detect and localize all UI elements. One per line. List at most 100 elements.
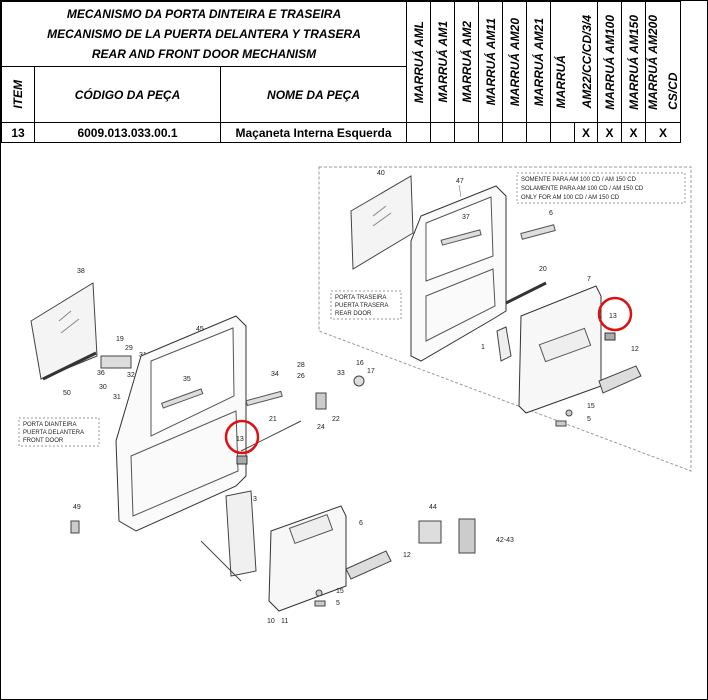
leader <box>458 184 462 198</box>
label-42-43: 42-43 <box>496 537 514 544</box>
front-door-lower <box>130 410 239 517</box>
name-header: NOME DA PEÇA <box>220 66 407 123</box>
rear-door-lower <box>425 268 496 342</box>
label-30: 30 <box>99 384 107 391</box>
model-col-am150: MARRUÁ AM150 <box>621 1 646 123</box>
model-col-am2: MARRUÁ AM2 <box>454 1 479 123</box>
label-34: 34 <box>271 371 279 378</box>
model-am1-label: MARRUÁ AM1 <box>435 21 450 103</box>
label-35: 35 <box>183 376 191 383</box>
label-36: 36 <box>97 370 105 377</box>
model-am20-label: MARRUÁ AM20 <box>507 17 522 107</box>
model-am200-label-2: CS/CD <box>666 72 680 110</box>
exploded-diagram: SOMENTE PARA AM 100 CD / AM 150 CD SOLAM… <box>18 166 692 625</box>
label-45: 45 <box>196 326 204 333</box>
rear-note-box <box>516 172 686 204</box>
model-am2-label: MARRUÁ AM2 <box>459 21 474 103</box>
rear-regulator <box>496 326 512 362</box>
part-42-43-motor <box>458 518 476 554</box>
model-am11-label: MARRUÁ AM11 <box>483 18 498 106</box>
hinge-part <box>100 355 132 369</box>
front-screw-15 <box>315 589 323 597</box>
rear-note-line-3: ONLY FOR AM 100 CD / AM 150 CD <box>521 195 620 201</box>
front-door-caption-1: PORTA DIANTEIRA <box>23 422 76 428</box>
model-col-am200: MARRUÁ AM200 CS/CD <box>645 1 681 123</box>
label-37: 37 <box>462 214 470 221</box>
label-5a: 5 <box>587 416 591 423</box>
model-col-am22: MARRUÁ AM22/CC/CD/3/4 <box>550 1 598 123</box>
part-21-rod <box>240 420 302 452</box>
part-49 <box>70 520 80 534</box>
label-40: 40 <box>377 170 385 177</box>
mark-cell <box>430 122 455 143</box>
label-50: 50 <box>63 390 71 397</box>
lock-latch <box>315 392 327 410</box>
label-20: 20 <box>539 266 547 273</box>
label-49: 49 <box>73 504 81 511</box>
label-26: 26 <box>297 373 305 380</box>
model-am22-label-2: AM22/CC/CD/3/4 <box>580 15 594 109</box>
label-31b: 31 <box>113 394 121 401</box>
label-38: 38 <box>77 268 85 275</box>
model-aml-label: MARRUÁ AML <box>411 20 426 104</box>
mark-cell: X <box>597 122 622 143</box>
label-33: 33 <box>337 370 345 377</box>
mark-cell <box>502 122 527 143</box>
label-11: 11 <box>281 618 288 625</box>
mark-cell: X <box>574 122 598 143</box>
part-34 <box>245 390 283 407</box>
model-am200-label-1: MARRUÁ AM200 <box>646 14 660 110</box>
part-44-switch <box>418 520 442 544</box>
rear-armrest <box>538 327 592 363</box>
rear-door-caption-box <box>330 290 402 320</box>
label-47: 47 <box>456 178 464 185</box>
highlight-label-front: 13 <box>236 436 244 443</box>
part-6-rear <box>520 224 556 240</box>
label-29: 29 <box>125 345 133 352</box>
item-header: ITEM <box>1 66 35 123</box>
label-12a: 12 <box>631 346 639 353</box>
front-clip-5 <box>314 600 326 607</box>
front-regulator <box>225 490 257 577</box>
front-door-window <box>150 327 235 437</box>
label-16: 16 <box>356 360 364 367</box>
rear-door-caption-2: PUERTA TRASERA <box>335 303 388 309</box>
front-handle-13-part <box>236 455 248 465</box>
title-line-3: REAR AND FRONT DOOR MECHANISM <box>91 47 317 61</box>
title-block: MECANISMO DA PORTA DINTEIRA E TRASEIRA M… <box>1 1 407 67</box>
title-line-2: MECANISMO DE LA PUERTA DELANTERA Y TRASE… <box>47 27 361 41</box>
highlight-circle-rear <box>597 296 633 332</box>
parts-table: MECANISMO DA PORTA DINTEIRA E TRASEIRA M… <box>1 1 681 143</box>
label-19: 19 <box>116 336 124 343</box>
glass-shade <box>58 310 72 322</box>
front-handle <box>345 550 392 580</box>
mark-cell <box>454 122 479 143</box>
part-37 <box>440 229 482 246</box>
label-21: 21 <box>269 416 277 423</box>
label-10: 10 <box>267 618 275 625</box>
model-am22-label-1: MARRUÁ <box>554 55 568 109</box>
row-name: Maçaneta Interna Esquerda <box>220 122 407 143</box>
row-code: 6009.013.033.00.1 <box>34 122 221 143</box>
part-50 <box>42 351 97 381</box>
code-header: CÓDIGO DA PEÇA <box>34 66 221 123</box>
rear-handle-13-part <box>604 332 616 341</box>
model-col-am20: MARRUÁ AM20 <box>502 1 527 123</box>
mark-cell <box>526 122 551 143</box>
label-17: 17 <box>367 368 375 375</box>
model-col-am21: MARRUÁ AM21 <box>526 1 551 123</box>
rear-door-caption-1: PORTA TRASEIRA <box>335 295 386 301</box>
label-7: 7 <box>587 276 591 283</box>
item-header-label: ITEM <box>11 80 25 109</box>
model-col-aml: MARRUÁ AML <box>406 1 431 123</box>
label-6b: 6 <box>359 520 363 527</box>
model-am21-label: MARRUÁ AM21 <box>531 17 546 107</box>
label-5b: 5 <box>336 600 340 607</box>
label-15a: 15 <box>587 403 595 410</box>
label-32: 32 <box>127 372 135 379</box>
model-col-am1: MARRUÁ AM1 <box>430 1 455 123</box>
front-armrest <box>288 514 334 544</box>
label-44: 44 <box>429 504 437 511</box>
glass-shade <box>60 318 80 334</box>
